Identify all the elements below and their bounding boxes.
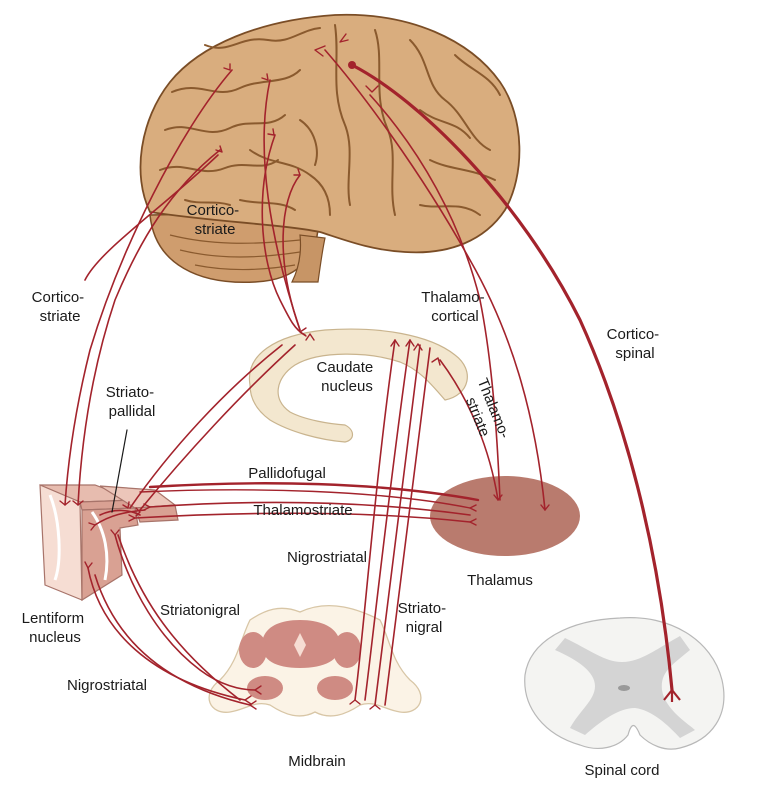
striatopallidal-pointer [111,429,128,513]
label-pallidofugal: Pallidofugal [248,465,326,482]
nigrostriatal-fiber-lower [87,567,246,701]
thalamocortical-fiber-b [369,94,501,501]
label-cortico-striate-left: Cortico- striate [32,289,89,325]
label-nigrostriatal-mid: Nigrostriatal [287,549,367,566]
label-nigrostriatal-low: Nigrostriatal [67,677,147,694]
brain-illustration [139,13,521,284]
label-caudate-nucleus: Caudate nucleus [317,359,378,395]
corticostriate-fiber-a [64,69,233,506]
lentiform-nucleus-block [39,484,179,602]
label-striato-pallidal: Striato- pallidal [106,384,159,420]
striatopallidal-fiber [129,344,283,509]
cerebrum [139,13,521,254]
corticospinal-origin [348,61,356,69]
fiber-pathways [64,49,546,706]
label-thalamus: Thalamus [467,572,533,589]
corticospinal-tract [350,63,674,692]
label-thalamostriate: Thalamostriate [253,502,352,519]
brainstem [291,234,326,283]
label-striatonigral: Striatonigral [160,602,240,619]
label-cortico-striate-top: Cortico- striate [187,202,244,238]
thalamocortical-fiber-a [324,49,546,511]
label-striato-nigral: Striato- nigral [398,600,451,636]
label-lentiform-nucleus: Lentiform nucleus [22,610,89,646]
label-midbrain: Midbrain [288,753,346,770]
brain-sulci [159,24,501,216]
thalamostriate-fiber-b [134,512,471,523]
pallidofugal-fiber [148,482,480,502]
thalamus-shape [430,476,580,556]
caudate-nucleus-shape [248,328,468,443]
label-thalamo-cortical: Thalamo- cortical [421,289,489,325]
midbrain-section [208,605,422,717]
label-spinal-cord: Spinal cord [584,762,659,779]
spinal-cord-section [524,617,725,750]
corticostriate-fiber-c [84,154,219,281]
synaptic-terminals [59,33,550,710]
corticostriate-fiber-e [261,134,306,336]
corticospinal-terminal [663,689,681,702]
striatonigral-fiber-right [374,344,421,706]
nigrostriatal-fiber-upper [354,339,396,701]
thalamostriate-fiber-a [149,501,471,516]
thalamostriate-arc [439,359,499,501]
label-cortico-spinal: Cortico- spinal [607,326,664,362]
corticostriate-fiber-f [282,174,301,331]
label-thalamo-striate: Thalamo- striate [457,376,515,452]
striatonigral-fiber-left [114,534,256,691]
